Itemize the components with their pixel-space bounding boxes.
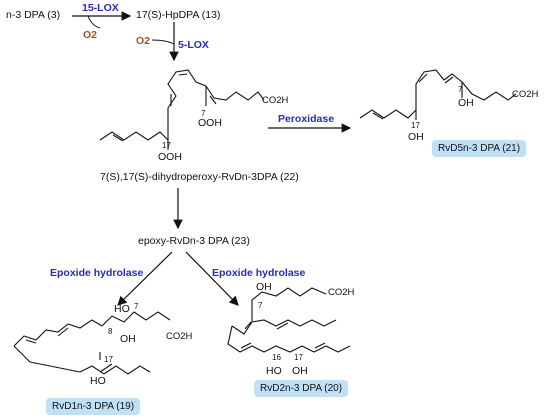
c7-locant-22: 7 [201, 109, 206, 118]
oh17-rvd5: OH [408, 131, 424, 143]
c8-locant-rvd1: 8 [108, 327, 113, 336]
rvd5-structure [359, 69, 517, 120]
oh7-rvd1: HO [114, 303, 130, 315]
acid-rvd2: CO2H [328, 287, 355, 298]
compound-22-structure [99, 69, 265, 150]
oh7-rvd5: OH [458, 97, 474, 109]
oh8-rvd1: OH [120, 333, 136, 345]
epoxide-hydrolase-right: Epoxide hydrolase [212, 267, 306, 279]
arrow-to-rvd1 [117, 251, 173, 306]
oh7-rvd2: OH [256, 281, 272, 293]
oxygen-label-2: O2 [136, 35, 151, 47]
start-substrate: n-3 DPA (3) [6, 9, 61, 21]
arrow-to-rvd2 [185, 251, 239, 306]
acid-rvd1: CO2H [166, 331, 193, 342]
rvd1-structure [13, 311, 171, 375]
epoxy-label: epoxy-RvDn-3 DPA (23) [138, 235, 250, 247]
acid-22: CO2H [262, 95, 289, 106]
o2-curve-top [87, 15, 101, 29]
c7-locant-rvd1: 7 [134, 302, 139, 311]
ooh17-22: OOH [158, 151, 182, 163]
ooh7-22: OOH [198, 117, 222, 129]
enzyme-15lox: 15-LOX [82, 2, 119, 14]
rvd1-label-badge: RvD1n-3 DPA (19) [46, 398, 141, 415]
oxygen-label-1: O2 [83, 29, 98, 41]
c7-locant-rvd5: 7 [458, 85, 463, 94]
enzyme-5lox: 5-LOX [178, 39, 209, 51]
compound-22-label: 7(S),17(S)-dihydroperoxy-RvDn-3DPA (22) [100, 171, 299, 183]
rvd2-structure [227, 287, 351, 353]
o2-curve-mid [151, 39, 175, 45]
epoxide-hydrolase-left: Epoxide hydrolase [50, 267, 144, 279]
c17-locant-22: 17 [162, 141, 171, 150]
c16-locant-rvd2: 16 [272, 353, 281, 362]
peroxidase-label: Peroxidase [278, 113, 335, 125]
c17-locant-rvd2: 17 [294, 353, 303, 362]
oh16-rvd2: HO [266, 365, 282, 377]
rvd2-label-badge: RvD2n-3 DPA (20) [254, 380, 349, 397]
oh17-rvd2: OH [292, 365, 308, 377]
acid-rvd5: CO2H [512, 89, 539, 100]
oh17-rvd1: HO [90, 375, 106, 387]
rvd5-label-badge: RvD5n-3 DPA (21) [432, 140, 527, 157]
intermediate-13: 17(S)-HpDPA (13) [136, 9, 221, 21]
c17-locant-rvd5: 17 [411, 121, 420, 130]
c7-locant-rvd2: 7 [258, 301, 263, 310]
c17-locant-rvd1: 17 [104, 355, 113, 364]
